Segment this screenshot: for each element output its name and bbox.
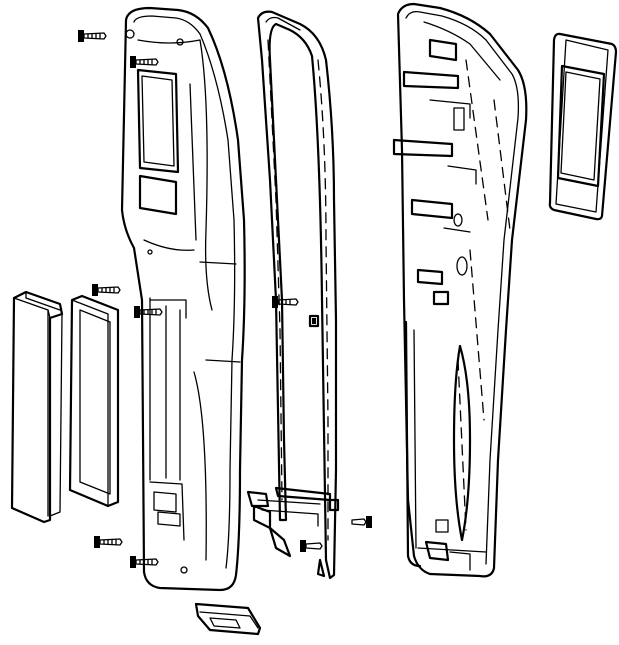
screw [300,540,323,552]
screw [134,306,163,318]
screw [92,284,121,296]
rear-housing [392,2,528,578]
front-housing [120,6,246,592]
screw [130,556,159,568]
screw [272,296,299,308]
screw [328,498,340,512]
bottom-clip [194,602,262,636]
battery-gasket [68,294,120,508]
display-lens [548,32,618,221]
screw [130,56,159,68]
display-window [136,68,180,174]
housing-seal-gasket [246,10,338,580]
label-recess [138,174,178,216]
screw [94,536,123,548]
screw [351,516,372,528]
screw [78,30,107,42]
battery-cover [10,290,64,524]
screw [308,314,320,328]
